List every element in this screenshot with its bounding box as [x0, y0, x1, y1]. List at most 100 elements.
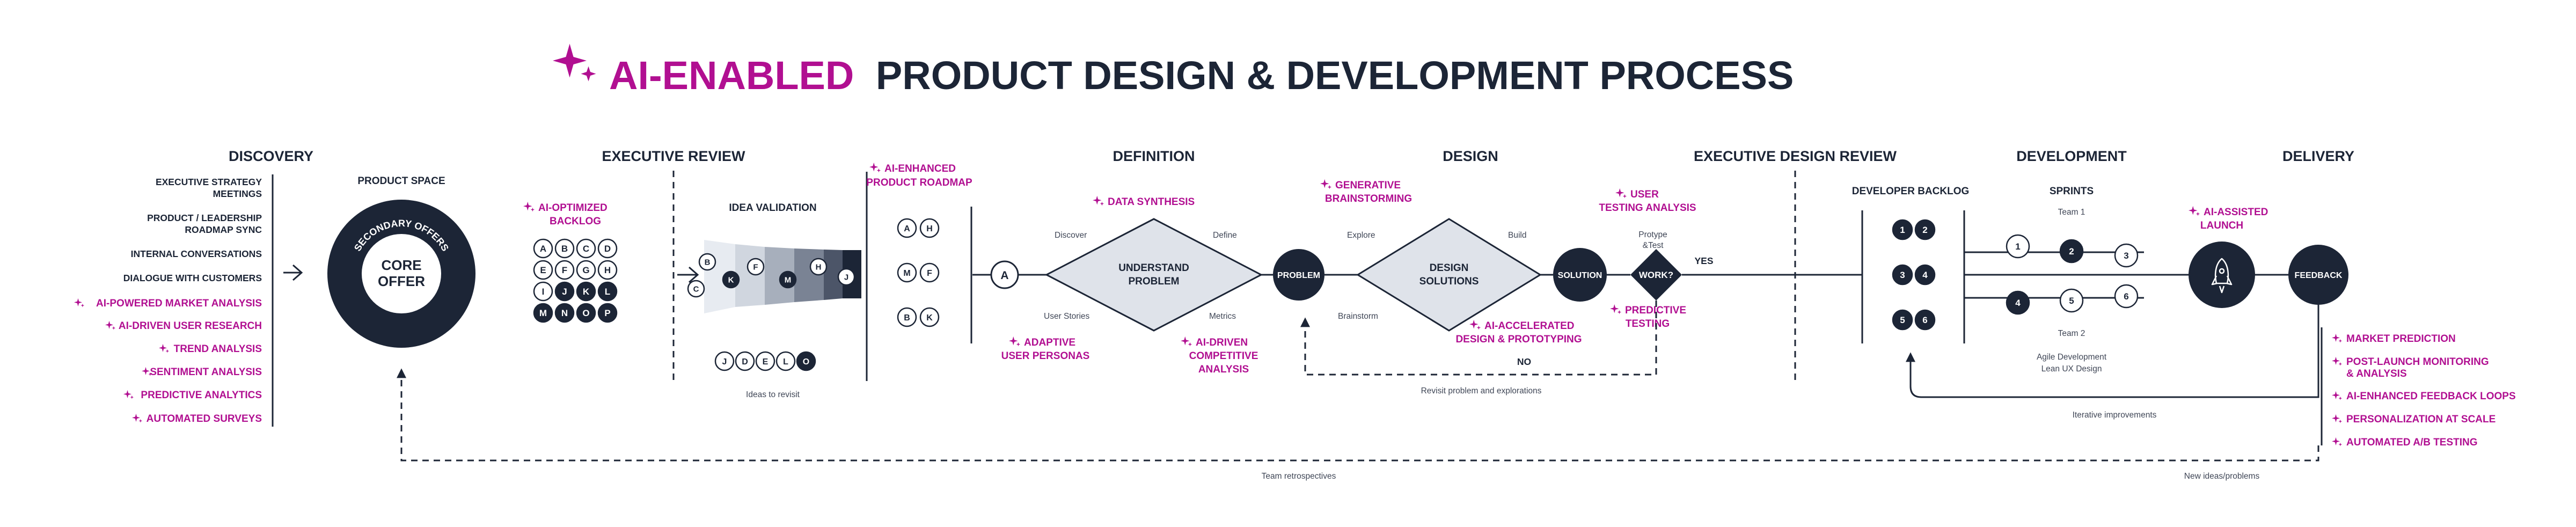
prototype-line1: Protype: [1638, 230, 1667, 239]
user-testing-line1: USER: [1630, 189, 1659, 200]
roadmap-token-label: H: [926, 224, 933, 233]
phase-executive-design-review: EXECUTIVE DESIGN REVIEW: [1694, 148, 1897, 164]
design-line2: SOLUTIONS: [1419, 276, 1479, 287]
backlog-token: K: [576, 281, 596, 302]
backlog-token: D: [597, 238, 618, 259]
backlog-token-label: K: [583, 287, 590, 297]
iterative-loop: [1906, 327, 2319, 398]
roadmap-label-line2: PRODUCT ROADMAP: [866, 177, 972, 188]
backlog-token: C: [576, 238, 596, 259]
roadmap-token-label: M: [903, 269, 910, 278]
input-item: INTERNAL CONVERSATIONS: [131, 248, 262, 259]
sparkle-icon: [553, 43, 596, 82]
input-item: ROADMAP SYNC: [185, 224, 262, 235]
phase-delivery: DELIVERY: [2282, 148, 2354, 164]
sparkle-icon: [1009, 336, 1021, 347]
funnel-token-label: J: [844, 273, 848, 282]
user-testing-line2: TESTING ANALYSIS: [1599, 202, 1696, 214]
funnel-token-label: F: [753, 262, 758, 272]
core-offer-circle: [362, 234, 441, 313]
backlog-token-label: J: [562, 287, 567, 297]
ideas-revisit-caption: Ideas to revisit: [746, 390, 800, 399]
revisit-loop: [1300, 301, 1657, 376]
sparkle-icon: [869, 162, 881, 173]
dev-backlog-token-label: 3: [1900, 270, 1905, 280]
dev-backlog-token: 3: [1892, 264, 1913, 286]
delivery-ai-item: MARKET PREDICTION: [2346, 333, 2456, 345]
ai-item: AUTOMATED SURVEYS: [147, 413, 262, 424]
product-space-label: PRODUCT SPACE: [357, 175, 445, 187]
feedback-label: FEEDBACK: [2295, 271, 2343, 280]
predictive-line2: TESTING: [1626, 318, 1670, 330]
delivery-ai-item: & ANALYSIS: [2346, 368, 2407, 379]
backlog-token-label: F: [562, 265, 567, 275]
launch-node: [2189, 241, 2255, 308]
funnel-token-label: C: [693, 284, 699, 294]
adaptive-line1: ADAPTIVE: [1024, 337, 1075, 348]
sparkle-icon: [1093, 195, 1104, 206]
backlog-token-label: D: [604, 244, 611, 254]
revisit-token: E: [755, 351, 775, 371]
roadmap-label-line1: AI-ENHANCED: [884, 163, 956, 174]
revisit-caption: Revisit problem and explorations: [1421, 386, 1542, 396]
dev-backlog-token: 5: [1892, 309, 1913, 331]
phase-definition: DEFINITION: [1113, 148, 1195, 164]
backlog-token: A: [533, 238, 553, 259]
feedback-node: [2288, 245, 2348, 305]
roadmap-token: A: [897, 218, 917, 238]
backlog-token: E: [533, 260, 553, 280]
sparkle-icon: [1469, 319, 1481, 330]
dev-backlog-token: 2: [1914, 219, 1936, 240]
revisit-token-label: O: [803, 357, 809, 367]
sparkle-icon: [2332, 333, 2343, 343]
sprint-team1-token-label: 2: [2069, 246, 2074, 257]
understand-line1: UNDERSTAND: [1118, 262, 1189, 274]
developer-backlog-label: DEVELOPER BACKLOG: [1852, 186, 1970, 197]
retrospective-loop: [397, 368, 2319, 462]
backlog-token-label: H: [604, 265, 611, 275]
adaptive-line2: USER PERSONAS: [1001, 350, 1090, 362]
sprint-team1-token: 2: [2059, 239, 2084, 264]
phase-design: DESIGN: [1443, 148, 1498, 164]
backlog-token: O: [576, 303, 596, 323]
sparkle-icon: [74, 298, 85, 308]
backlog-token: L: [597, 281, 618, 302]
sparkle-icon: [105, 320, 116, 330]
input-item: DIALOGUE WITH CUSTOMERS: [123, 273, 262, 283]
backlog-token: M: [533, 303, 553, 323]
work-decision-diamond: [1630, 249, 1682, 301]
problem-node: [1273, 249, 1324, 301]
backlog-token: N: [554, 303, 575, 323]
backlog-token: G: [576, 260, 596, 280]
delivery-ai-item: AUTOMATED A/B TESTING: [2346, 437, 2478, 448]
sprint-team1-token-label: 3: [2124, 251, 2128, 261]
backlog-token-label: O: [582, 308, 589, 318]
prototype-line2: &Test: [1643, 241, 1664, 250]
dev-backlog-token-label: 2: [1922, 225, 1927, 235]
retrospectives-caption: Team retrospectives: [1262, 472, 1336, 481]
sprint-team2-token: 6: [2114, 284, 2139, 309]
backlog-token-label: E: [540, 265, 546, 275]
revisit-token: L: [775, 351, 796, 371]
competitive-line1: AI-DRIVEN: [1196, 337, 1248, 348]
accelerated-line1: AI-ACCELERATED: [1484, 320, 1574, 332]
roadmap-token: K: [919, 307, 940, 327]
backlog-token: B: [554, 238, 575, 259]
sparkle-icon: [132, 413, 143, 423]
ai-item: TREND ANALYSIS: [174, 343, 262, 355]
solution-label: SOLUTION: [1558, 271, 1602, 280]
sprint-team2-token: 5: [2059, 288, 2084, 313]
data-synthesis-label: DATA SYNTHESIS: [1108, 196, 1195, 208]
build-label: Build: [1508, 231, 1526, 240]
agile-line1: Agile Development: [2037, 353, 2107, 362]
delivery-ai-item: PERSONALIZATION AT SCALE: [2346, 414, 2496, 425]
backlog-label-line1: AI-OPTIMIZED: [538, 202, 608, 214]
ai-item: AI-DRIVEN USER RESEARCH: [119, 320, 262, 332]
backlog-token-label: G: [582, 265, 589, 275]
team2-label: Team 2: [2058, 329, 2085, 338]
exec-arrow: [677, 266, 699, 283]
